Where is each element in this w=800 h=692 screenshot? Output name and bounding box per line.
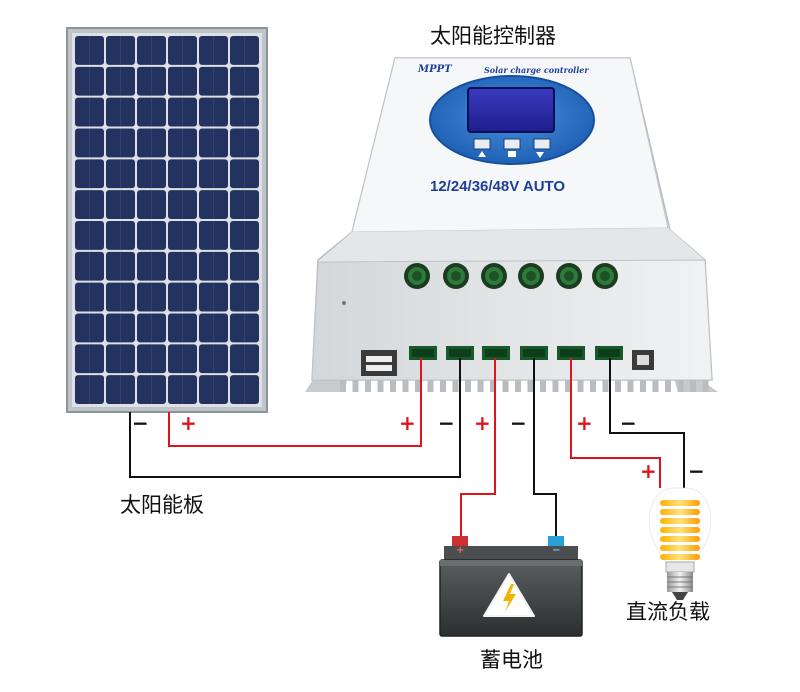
ctrl-bat-plus-sign: + xyxy=(474,411,491,435)
controller-brand: MPPT xyxy=(418,64,452,75)
bulb-icon xyxy=(648,487,712,600)
load-minus-sign: − xyxy=(688,459,705,483)
warning-bolt-icon xyxy=(483,573,535,617)
wire-battery-positive xyxy=(460,358,496,536)
load-label: 直流负载 xyxy=(626,600,710,624)
solar-panel-icon xyxy=(66,27,268,413)
battery-label: 蓄电池 xyxy=(480,648,543,672)
usb-port-icon xyxy=(361,350,397,376)
ctrl-load-plus-sign: + xyxy=(576,411,593,435)
wire-load-negative xyxy=(609,358,685,488)
panel-minus-sign: − xyxy=(132,411,149,435)
wire-panel-negative xyxy=(129,358,461,478)
ctrl-bat-minus-sign: − xyxy=(510,411,527,435)
controller-voltage: 12/24/36/48V AUTO xyxy=(430,178,566,195)
controller-title: 太阳能控制器 xyxy=(430,24,556,48)
panel-plus-sign: + xyxy=(180,411,197,435)
panel-label: 太阳能板 xyxy=(120,493,204,517)
wire-panel-positive xyxy=(168,358,422,447)
wire-battery-negative xyxy=(533,358,557,536)
ctrl-pv-plus-sign: + xyxy=(399,411,416,435)
wires xyxy=(129,358,685,536)
battery-icon xyxy=(439,536,583,637)
controller-icon xyxy=(305,57,718,392)
ctrl-load-minus-sign: − xyxy=(620,411,637,435)
battery-minus-mark: − xyxy=(552,545,561,556)
wire-load-positive xyxy=(570,358,661,488)
battery-plus-mark: + xyxy=(456,545,465,556)
ctrl-pv-minus-sign: − xyxy=(438,411,455,435)
load-plus-sign: + xyxy=(640,459,657,483)
controller-product: Solar charge controller xyxy=(484,65,589,75)
